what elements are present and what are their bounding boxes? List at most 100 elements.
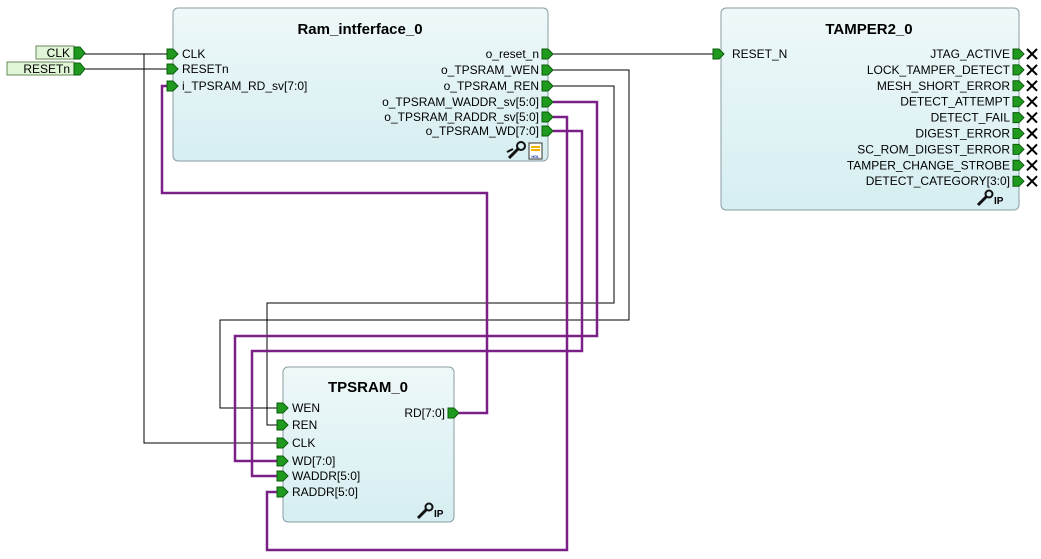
pin-ram-o-waddr[interactable]: o_TPSRAM_WADDR_sv[5:0] — [382, 95, 554, 109]
pin-label: RESETn — [182, 62, 229, 76]
block-ram-interface[interactable]: Ram_intferface_0 CLK RESETn i_TPSRAM_RD_… — [166, 7, 554, 162]
wrench-icon[interactable] — [506, 141, 526, 160]
wire-ren[interactable] — [266, 85, 615, 426]
pin-tamper-output[interactable]: MESH_SHORT_ERROR — [877, 79, 1038, 93]
output-pin-icon — [541, 48, 554, 60]
ip-badge[interactable]: IP — [976, 189, 1004, 208]
input-pin-icon — [276, 455, 289, 467]
pin-label: MESH_SHORT_ERROR — [877, 79, 1010, 93]
output-pin-icon — [1012, 128, 1025, 139]
no-connect-icon — [1026, 64, 1038, 76]
no-connect-icon — [1026, 111, 1038, 124]
wire-waddr-bus[interactable] — [233, 100, 599, 463]
block-title: Ram_intferface_0 — [297, 21, 422, 38]
wrench-icon — [416, 502, 434, 520]
input-pin-icon — [166, 48, 179, 60]
top-port-resetn-label: RESETn — [23, 62, 70, 76]
output-pin-icon — [1012, 80, 1025, 92]
input-pin-icon — [276, 437, 289, 449]
no-connect-icon — [1026, 175, 1038, 187]
output-pin-icon — [1012, 64, 1025, 76]
pin-tamper-output[interactable]: JTAG_ACTIVE — [930, 47, 1038, 61]
pin-label: DETECT_CATEGORY[3:0] — [866, 174, 1010, 188]
tpsram-inputs: WEN REN CLK WD[7:0]WADDR[5:0] RADDR[5:0] — [276, 401, 360, 499]
pin-label: JTAG_ACTIVE — [930, 47, 1010, 61]
pin-tamper-output[interactable]: TAMPER_CHANGE_STROBE — [847, 158, 1038, 172]
block-tamper[interactable]: TAMPER2_0 RESET_N JTAG_ACTIVELOCK_TAMPER… — [712, 7, 1038, 211]
output-pin-icon — [541, 80, 554, 92]
pin-ram-clk[interactable]: CLK — [166, 47, 205, 61]
pin-label: WEN — [292, 401, 320, 415]
input-pin-icon — [166, 63, 179, 75]
pin-tpsram-input[interactable]: WD[7:0] — [276, 454, 335, 468]
pin-label: o_TPSRAM_WADDR_sv[5:0] — [382, 95, 539, 109]
output-pin-icon — [1012, 175, 1025, 187]
top-port-resetn[interactable]: RESETn — [6, 61, 86, 76]
pin-ram-o-reset-n[interactable]: o_reset_n — [486, 47, 554, 61]
pin-tamper-output[interactable]: LOCK_TAMPER_DETECT — [867, 63, 1038, 77]
pin-ram-o-wen[interactable]: o_TPSRAM_WEN — [441, 63, 554, 77]
wire-clk-to-tpsram[interactable] — [143, 54, 277, 444]
pin-label: i_TPSRAM_RD_sv[7:0] — [182, 79, 307, 93]
output-pin-icon — [541, 125, 554, 137]
top-port-clk-label: CLK — [47, 46, 70, 60]
pin-label: o_TPSRAM_WEN — [441, 63, 539, 77]
pin-tamper-output[interactable]: DIGEST_ERROR — [915, 127, 1038, 141]
pin-ram-rd-sv[interactable]: i_TPSRAM_RD_sv[7:0] — [166, 79, 307, 93]
output-pin-icon — [1012, 48, 1025, 60]
pin-label: DIGEST_ERROR — [915, 127, 1010, 141]
pin-ram-o-wd[interactable]: o_TPSRAM_WD[7:0] — [426, 124, 554, 138]
no-connect-icon — [1026, 48, 1038, 60]
output-pin-icon — [447, 407, 460, 419]
input-pin-icon — [166, 80, 179, 92]
no-connect-icon — [1026, 95, 1038, 108]
port-connector-icon — [73, 46, 86, 60]
pin-label: RD[7:0] — [404, 406, 445, 420]
pin-label: DETECT_ATTEMPT — [900, 95, 1010, 109]
block-tpsram[interactable]: TPSRAM_0 WEN REN CLK WD[7:0]WADDR[5:0] RADDR… — [276, 366, 460, 523]
pin-ram-o-ren[interactable]: o_TPSRAM_REN — [444, 79, 554, 93]
wrench-icon — [976, 189, 994, 207]
input-pin-icon — [276, 402, 289, 414]
pin-label: o_TPSRAM_REN — [444, 79, 539, 93]
pin-tpsram-input[interactable]: RADDR[5:0] — [276, 485, 358, 499]
pin-tamper-reset-n[interactable]: RESET_N — [712, 47, 787, 61]
pin-tpsram-input[interactable]: REN — [276, 418, 317, 432]
pin-tpsram-input[interactable]: WEN — [276, 401, 320, 415]
no-connect-icon — [1026, 143, 1038, 156]
pin-label: LOCK_TAMPER_DETECT — [867, 63, 1011, 77]
pin-tamper-output[interactable]: DETECT_FAIL — [931, 111, 1038, 125]
pin-tpsram-rd[interactable]: RD[7:0] — [404, 406, 460, 420]
wire-wd-bus[interactable] — [250, 129, 584, 478]
port-connector-icon — [73, 62, 86, 76]
input-pin-icon — [712, 48, 725, 60]
pin-label: REN — [292, 418, 317, 432]
pin-tamper-output[interactable]: DETECT_ATTEMPT — [900, 95, 1038, 109]
ip-badge[interactable]: IP — [416, 502, 444, 521]
wire-raddr-bus[interactable] — [265, 115, 569, 552]
output-pin-icon — [1012, 96, 1025, 108]
input-pin-icon — [276, 470, 289, 482]
input-pin-icon — [276, 486, 289, 498]
pin-ram-o-raddr[interactable]: o_TPSRAM_RADDR_sv[5:0] — [384, 110, 554, 124]
output-pin-icon — [541, 96, 554, 108]
pin-label: o_TPSRAM_RADDR_sv[5:0] — [384, 110, 539, 124]
no-connect-icon — [1026, 159, 1038, 172]
hdl-file-icon[interactable]: HDL — [528, 142, 543, 160]
pin-label: RADDR[5:0] — [292, 485, 358, 499]
pin-tamper-output[interactable]: SC_ROM_DIGEST_ERROR — [857, 142, 1038, 156]
pin-ram-resetn[interactable]: RESETn — [166, 62, 229, 76]
pin-label: CLK — [292, 436, 315, 450]
wire-wen[interactable] — [219, 69, 630, 409]
pin-tpsram-input[interactable]: CLK — [276, 436, 315, 450]
pin-label: WD[7:0] — [292, 454, 335, 468]
pin-tamper-output[interactable]: DETECT_CATEGORY[3:0] — [866, 174, 1038, 188]
block-title: TPSRAM_0 — [328, 379, 408, 396]
wire-rd-bus[interactable] — [160, 84, 489, 415]
hdl-file-icon-text: HDL — [531, 154, 540, 159]
pin-label: DETECT_FAIL — [931, 111, 1011, 125]
top-port-clk[interactable]: CLK — [35, 45, 86, 60]
output-pin-icon — [541, 111, 554, 123]
pin-tpsram-input[interactable]: WADDR[5:0] — [276, 469, 360, 483]
